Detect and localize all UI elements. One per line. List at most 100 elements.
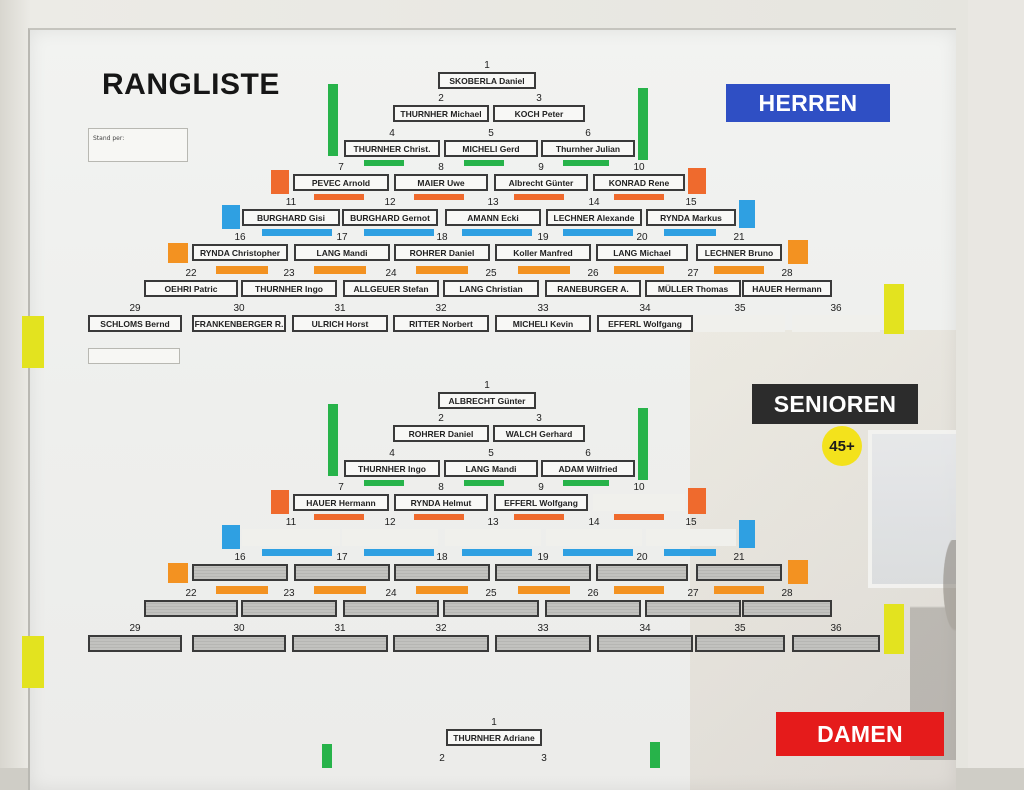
red-divider [514,194,564,200]
senioren-rank-number: 23 [283,588,295,599]
blue-divider [462,549,532,556]
senioren-rank-number: 26 [587,588,599,599]
blue-marker [739,200,755,228]
senioren-name-card: ALBRECHT Günter [438,392,536,409]
herren-rank-number: 21 [733,232,745,243]
red-marker [688,488,706,514]
blue-divider [262,229,332,236]
blue-marker [739,520,755,548]
status-note: Stand per: [88,128,188,162]
herren-rank-number: 14 [588,197,600,208]
herren-rank-number: 1 [484,60,490,71]
herren-label: HERREN [726,84,890,122]
herren-name-card: LANG Michael [596,244,688,261]
herren-name-card: OEHRI Patric [144,280,238,297]
herren-rank-number: 15 [685,197,697,208]
senioren-rank-number: 36 [830,623,842,634]
yellow-marker [22,636,44,688]
green-divider [563,160,609,166]
senioren-rank-number: 16 [234,552,246,563]
green-divider [364,480,404,486]
orange-divider [216,266,268,274]
herren-rank-number: 23 [283,268,295,279]
herren-rank-number: 33 [537,303,549,314]
herren-rank-number: 31 [334,303,346,314]
red-divider [514,514,564,520]
senioren-rank-number: 14 [588,517,600,528]
senioren-name-card [292,635,388,652]
herren-rank-number: 5 [488,128,494,139]
red-divider [614,194,664,200]
herren-name-card [792,315,880,332]
senioren-rank-number: 21 [733,552,745,563]
herren-rank-number: 22 [185,268,197,279]
senioren-name-card [596,564,688,581]
herren-rank-number: 32 [435,303,447,314]
herren-rank-number: 3 [536,93,542,104]
blue-divider [262,549,332,556]
orange-marker [168,243,188,263]
senioren-rank-number: 8 [438,482,444,493]
wall [968,0,1024,768]
red-divider [614,514,664,520]
yellow-marker [884,284,904,334]
herren-name-card: BURGHARD Gisi [242,209,340,226]
herren-rank-number: 6 [585,128,591,139]
red-divider [414,514,464,520]
senioren-name-card [495,564,591,581]
blue-divider [364,549,434,556]
damen-rank-number: 3 [541,753,547,764]
senioren-name-card: ROHRER Daniel [393,425,489,442]
yellow-marker [884,604,904,654]
senioren-name-card [443,600,539,617]
herren-name-card: KOCH Peter [493,105,585,122]
herren-name-card: HAUER Hermann [742,280,832,297]
herren-name-card: ULRICH Horst [292,315,388,332]
senioren-rank-number: 34 [639,623,651,634]
herren-name-card: SKOBERLA Daniel [438,72,536,89]
orange-divider [714,586,764,594]
herren-rank-number: 25 [485,268,497,279]
senioren-rank-number: 28 [781,588,793,599]
red-divider [314,194,364,200]
herren-rank-number: 10 [633,162,645,173]
senioren-name-card: RYNDA Helmut [394,494,488,511]
senioren-rank-number: 24 [385,588,397,599]
damen-label: DAMEN [776,712,944,756]
orange-divider [314,586,366,594]
green-divider [464,480,504,486]
orange-divider [518,586,570,594]
herren-rank-number: 27 [687,268,699,279]
page-title: RANGLISTE [102,68,280,101]
herren-name-card: LANG Christian [443,280,539,297]
herren-name-card: MICHELI Gerd [444,140,538,157]
senioren-rank-number: 31 [334,623,346,634]
herren-name-card: MAIER Uwe [394,174,488,191]
senioren-rank-number: 19 [537,552,549,563]
blue-divider [462,229,532,236]
senioren-name-card: EFFERL Wolfgang [494,494,588,511]
senioren-name-card [646,529,736,546]
herren-name-card: RITTER Norbert [393,315,489,332]
green-marker [638,408,648,480]
orange-divider [614,586,664,594]
senioren-name-card [546,529,642,546]
senioren-name-card [393,635,489,652]
senioren-rank-number: 2 [438,413,444,424]
herren-rank-number: 12 [384,197,396,208]
green-marker [328,84,338,156]
herren-rank-number: 13 [487,197,499,208]
senioren-rank-number: 13 [487,517,499,528]
herren-name-card: Albrecht Günter [494,174,588,191]
herren-name-card: MICHELI Kevin [495,315,591,332]
senioren-name-card [696,564,782,581]
senioren-name-card: ADAM Wilfried [541,460,635,477]
herren-rank-number: 9 [538,162,544,173]
senioren-name-card [445,529,541,546]
green-marker [650,742,660,768]
damen-rank-number: 2 [439,753,445,764]
senioren-rank-number: 35 [734,623,746,634]
herren-rank-number: 7 [338,162,344,173]
herren-rank-number: 16 [234,232,246,243]
herren-rank-number: 20 [636,232,648,243]
